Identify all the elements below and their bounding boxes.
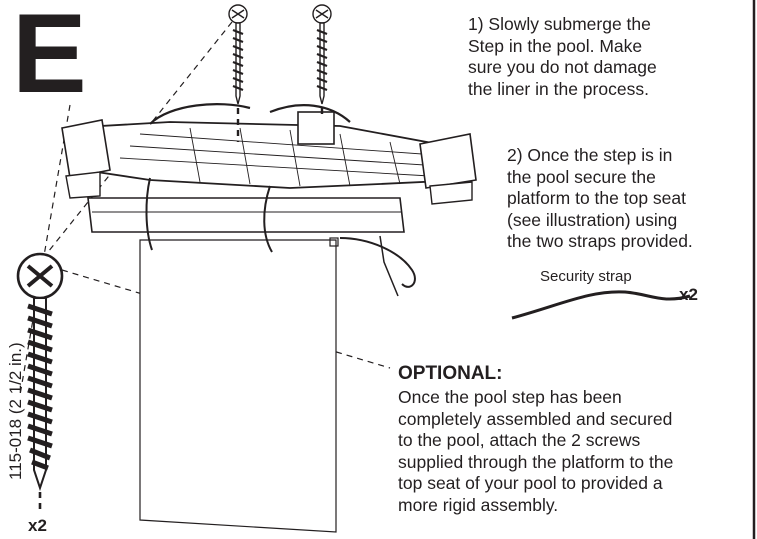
step-1-line: Step in the pool. Make [468,35,643,56]
top-screw-right [312,4,332,118]
guide-line-lower [61,269,391,369]
strap-label: Security strap [540,268,632,285]
step-2-line: the pool secure the [507,166,656,187]
guide-line-left [19,104,71,396]
top-screw-left [228,4,248,142]
step-2-instructions: 2) Once the step is in the pool secure t… [507,145,755,253]
screw-part-number: 115-018 (2 1/2 in.) [6,342,25,480]
strap-quantity: x2 [679,285,698,304]
optional-line: completely assembled and secured [398,408,673,429]
step-1-line: 1) Slowly submerge the [468,14,651,34]
optional-line: top seat of your pool to provided a [398,473,663,493]
guide-line-upper [39,21,233,263]
step-2-line: the two straps provided. [507,231,693,251]
top-seat-rail [87,197,405,233]
step-2-line: (see illustration) using [507,209,678,230]
security-strap-icon [511,290,691,320]
optional-line: more rigid assembly. [398,494,559,515]
screw-quantity: x2 [28,516,47,535]
step-2-line: platform to the top seat [507,188,686,208]
step-2-line: 2) Once the step is in [507,145,673,165]
step-1-instructions: 1) Slowly submerge the Step in the pool.… [468,14,748,100]
large-screw-icon [16,252,64,512]
section-letter: E [12,0,87,116]
optional-line: to the pool, attach the 2 screws [398,430,641,450]
step-1-line: sure you do not damage [468,57,657,77]
pool-liner [139,239,337,533]
optional-line: supplied through the platform to the [398,451,674,472]
optional-title: OPTIONAL: [398,363,503,384]
optional-line: Once the pool step has been [398,387,622,407]
optional-instructions: Once the pool step has been completely a… [398,387,757,516]
step-1-line: the liner in the process. [468,78,649,99]
